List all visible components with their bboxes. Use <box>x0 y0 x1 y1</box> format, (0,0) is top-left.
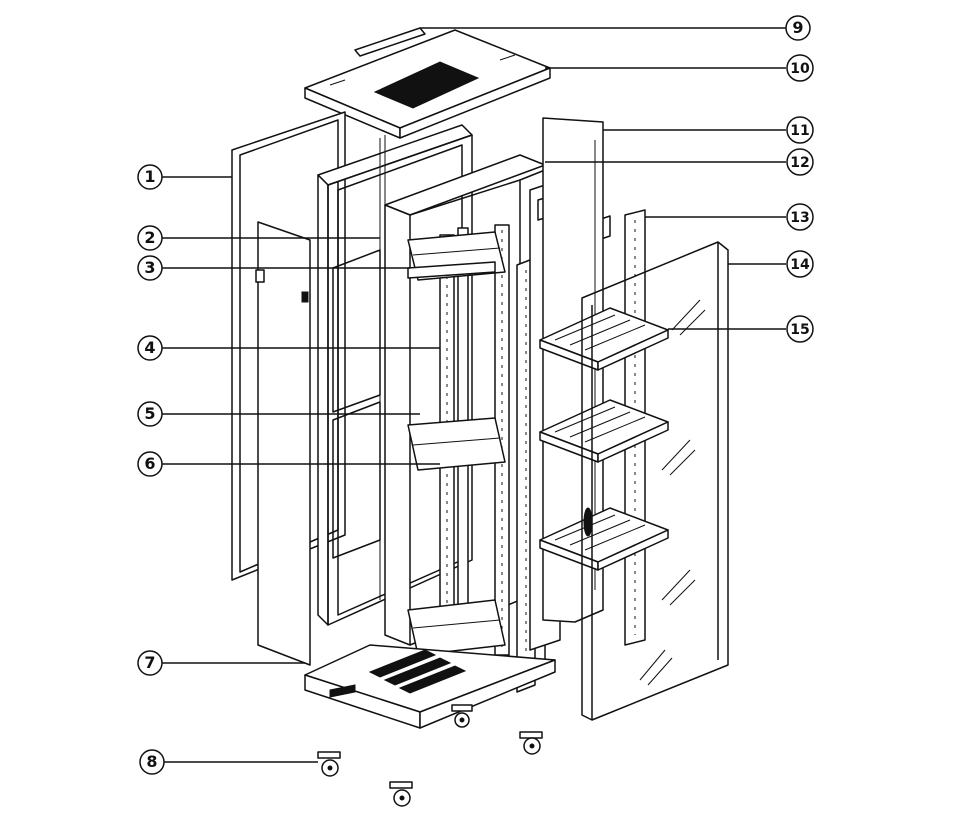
caster-3 <box>519 731 543 755</box>
callout-8: 8 <box>146 752 157 771</box>
callouts: 1 2 3 4 5 6 7 8 9 10 <box>137 15 814 775</box>
callout-1: 1 <box>144 167 155 186</box>
callout-7: 7 <box>144 653 155 672</box>
callout-4: 4 <box>144 338 155 357</box>
shelf-bottom <box>539 507 669 571</box>
shelf-top <box>539 307 669 371</box>
callout-15: 15 <box>790 322 809 338</box>
callout-11: 11 <box>790 123 809 139</box>
rear-door <box>255 221 311 666</box>
front-glass-door <box>581 241 729 721</box>
shelf-middle <box>539 399 669 463</box>
caster-4 <box>451 704 473 728</box>
callout-10: 10 <box>790 61 810 77</box>
callout-14: 14 <box>790 257 810 273</box>
callout-2: 2 <box>144 228 155 247</box>
caster-1 <box>317 751 341 777</box>
callout-12: 12 <box>790 155 809 171</box>
caster-2 <box>389 781 413 807</box>
cross-brace-middle <box>407 417 506 471</box>
top-cover <box>304 27 551 139</box>
callout-5: 5 <box>144 404 155 423</box>
callout-3: 3 <box>144 258 155 277</box>
callout-6: 6 <box>144 454 155 473</box>
cross-brace-lower <box>407 599 506 656</box>
base-plate <box>304 644 556 729</box>
callout-13: 13 <box>790 210 809 226</box>
callout-9: 9 <box>792 18 803 37</box>
cross-brace-upper <box>407 231 506 281</box>
